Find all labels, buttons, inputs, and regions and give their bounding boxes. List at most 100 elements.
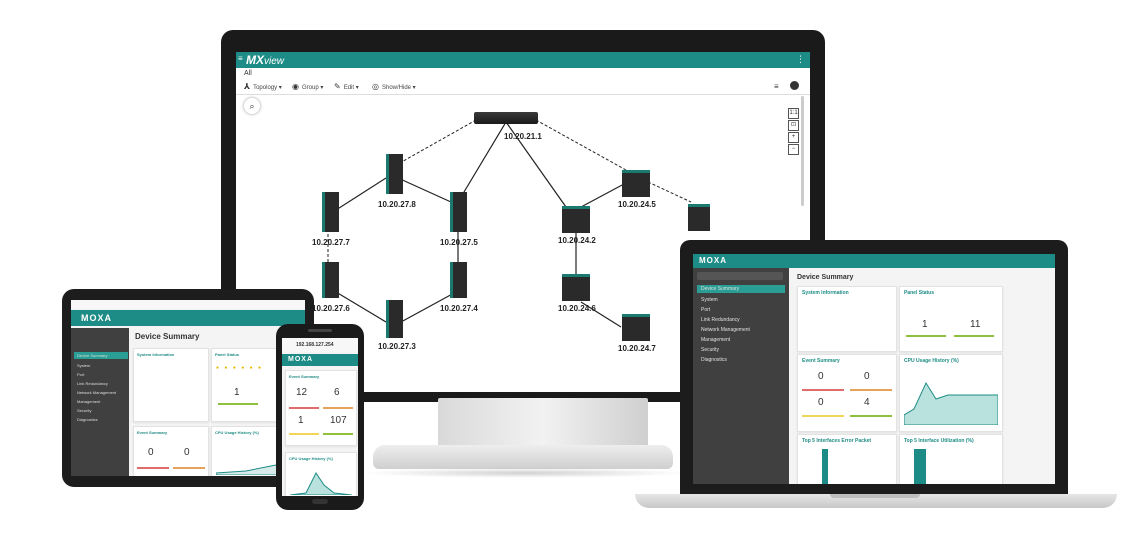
toolbar-showhide-button[interactable]: ◎Show/Hide ▾	[372, 82, 416, 91]
sidebar-item-device-summary[interactable]: Device Summary	[701, 286, 740, 292]
status-bar	[954, 335, 994, 337]
link-core-27-5	[457, 121, 507, 203]
monitor-shadow	[360, 468, 690, 478]
node-label: 10.20.27.5	[440, 238, 478, 247]
node-label: 10.20.24.2	[558, 236, 596, 245]
status-bar	[850, 415, 892, 417]
monitor-stand-base	[373, 445, 673, 469]
panel-value: 1	[922, 319, 928, 330]
switch-icon[interactable]	[322, 192, 339, 232]
sidebar-item-security[interactable]: Security	[701, 347, 720, 353]
edit-icon: ✎	[334, 82, 341, 91]
switch-icon[interactable]	[386, 300, 403, 338]
dashed-core-27-8	[397, 119, 477, 165]
topology-icon: ⅄	[244, 82, 251, 91]
cpu-usage-chart	[290, 472, 352, 495]
sidebar-item-management[interactable]: Management	[701, 337, 731, 343]
switch-icon[interactable]	[622, 314, 650, 341]
sidebar-item-management[interactable]: Management	[77, 399, 101, 404]
group-icon: ◉	[292, 82, 299, 91]
event-value: 0	[184, 447, 190, 458]
topology-links	[327, 119, 692, 328]
phone-browser-bar	[282, 338, 358, 352]
phone-appbar	[282, 354, 358, 366]
panel-value: 11	[970, 319, 981, 330]
sidebar-item-port[interactable]: Port	[77, 372, 85, 377]
hamburger-menu-icon[interactable]: ≡	[238, 54, 243, 63]
status-bar	[323, 433, 353, 435]
switch-icon[interactable]	[322, 262, 339, 298]
card-title: System Information	[802, 290, 849, 296]
dashed-24-5-right	[647, 181, 692, 203]
switch-icon[interactable]	[450, 262, 467, 298]
switch-icon[interactable]	[562, 206, 590, 233]
moxa-logo: MOXA	[699, 256, 727, 265]
node-label: 10.20.27.8	[378, 200, 416, 209]
sidebar-item-link-redundancy[interactable]: Link Redundancy	[77, 381, 108, 386]
list-view-icon[interactable]: ≡	[774, 82, 779, 91]
switch-icon[interactable]	[622, 170, 650, 197]
toolbar-edit-button[interactable]: ✎Edit ▾	[334, 82, 359, 91]
tablet-appbar	[71, 310, 305, 326]
sidebar-item-diagnostics[interactable]: Diagnostics	[77, 417, 98, 422]
node-label: 10.20.24.5	[618, 200, 656, 209]
sidebar-item-port[interactable]: Port	[701, 307, 711, 313]
cpu-area	[904, 381, 998, 425]
card-title: Panel Status	[215, 352, 240, 357]
led-indicators: ● ● ● ● ● ●	[216, 365, 264, 371]
tablet-screen: MOXA Device Summary System Port Link Red…	[71, 300, 305, 476]
cpu-area	[290, 472, 352, 495]
card-title: CPU Usage History (%)	[215, 430, 259, 435]
card-title: CPU Usage History (%)	[289, 456, 333, 461]
toolbar-topology-button[interactable]: ⅄Topology ▾	[244, 82, 282, 91]
zoom-out-button[interactable]: −	[788, 144, 799, 155]
panel-status-card: Panel Status 1 11	[899, 286, 1003, 352]
sidebar-item-link-redundancy[interactable]: Link Redundancy	[701, 317, 740, 323]
laptop-base	[635, 494, 1117, 508]
more-vert-icon[interactable]: ⋮	[796, 54, 805, 64]
sidebar-item-network-management[interactable]: Network Management	[77, 390, 117, 395]
switch-icon[interactable]	[688, 204, 710, 231]
system-info-card: System Information	[133, 348, 209, 422]
sidebar-item-system[interactable]: System	[701, 297, 718, 303]
link-24-2-24-5	[580, 183, 625, 208]
sidebar-item-system[interactable]: System	[77, 363, 91, 368]
moxa-logo: MOXA	[81, 313, 112, 323]
core-switch-icon[interactable]	[474, 112, 538, 124]
breadcrumb[interactable]: All	[244, 70, 252, 77]
link-27-8-27-5	[397, 177, 452, 203]
zoom-fit-button[interactable]: 1:1	[788, 108, 799, 119]
zoom-frame-button[interactable]: ⊡	[788, 120, 799, 131]
node-label: 10.20.27.3	[378, 342, 416, 351]
status-bar	[218, 403, 258, 405]
node-label: 10.20.27.4	[440, 304, 478, 313]
sidebar-item-security[interactable]: Security	[77, 408, 92, 413]
sidebar-search-input[interactable]	[697, 272, 783, 280]
topology-scrollbar[interactable]	[801, 96, 804, 206]
sidebar-item-network-management[interactable]: Network Management	[701, 327, 750, 333]
sidebar-active-highlight	[697, 285, 785, 293]
event-summary-card: Event Summary 0 0 0 4	[797, 354, 897, 432]
card-title: CPU Usage History (%)	[904, 358, 959, 364]
switch-icon[interactable]	[386, 154, 403, 194]
tablet-status-bar	[71, 300, 305, 308]
sidebar-item-device-summary[interactable]: Device Summary	[77, 353, 108, 358]
url-bar[interactable]: 192.168.127.254	[296, 342, 334, 348]
event-value: 0	[818, 371, 824, 382]
settings-dot-icon[interactable]	[790, 81, 799, 90]
system-info-card: System Information	[797, 286, 897, 352]
phone-appbar-bg	[282, 354, 358, 366]
switch-icon[interactable]	[562, 274, 590, 301]
card-title: Top 5 Interfaces Error Packet	[802, 438, 872, 444]
sidebar-item-diagnostics[interactable]: Diagnostics	[701, 357, 727, 363]
switch-icon[interactable]	[450, 192, 467, 232]
topology-toolbar	[236, 80, 810, 95]
zoom-in-button[interactable]: +	[788, 132, 799, 143]
status-bar	[906, 335, 946, 337]
phone-home-button[interactable]	[312, 499, 328, 504]
event-summary-card: Event Summary 0 0	[133, 426, 209, 476]
search-icon[interactable]: ⌕	[244, 98, 260, 114]
toolbar-group-button[interactable]: ◉Group ▾	[292, 82, 324, 91]
top-error-packet-card: Top 5 Interfaces Error Packet	[797, 434, 897, 484]
eye-icon: ◎	[372, 82, 379, 91]
